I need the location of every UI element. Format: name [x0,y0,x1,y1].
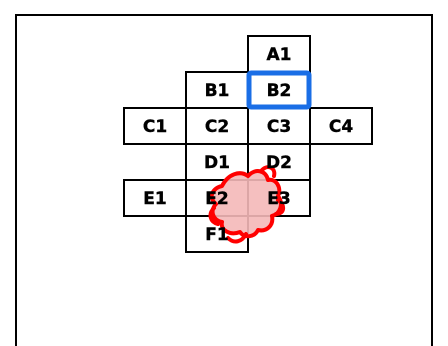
cell-label-e1: E1 [143,189,166,209]
cell-label-d1: D1 [204,153,230,173]
cell-label-c1: C1 [143,117,167,137]
cell-label-f1: F1 [205,225,228,245]
cell-label-b1: B1 [205,81,230,101]
cell-label-c2: C2 [205,117,229,137]
cell-label-e3: E3 [267,189,290,209]
cell-label-c4: C4 [329,117,353,137]
cell-label-d2: D2 [266,153,292,173]
cell-label-c3: C3 [267,117,291,137]
cell-label-b2: B2 [267,81,292,101]
cell-label-e2: E2 [205,189,228,209]
cell-label-a1: A1 [267,45,292,65]
